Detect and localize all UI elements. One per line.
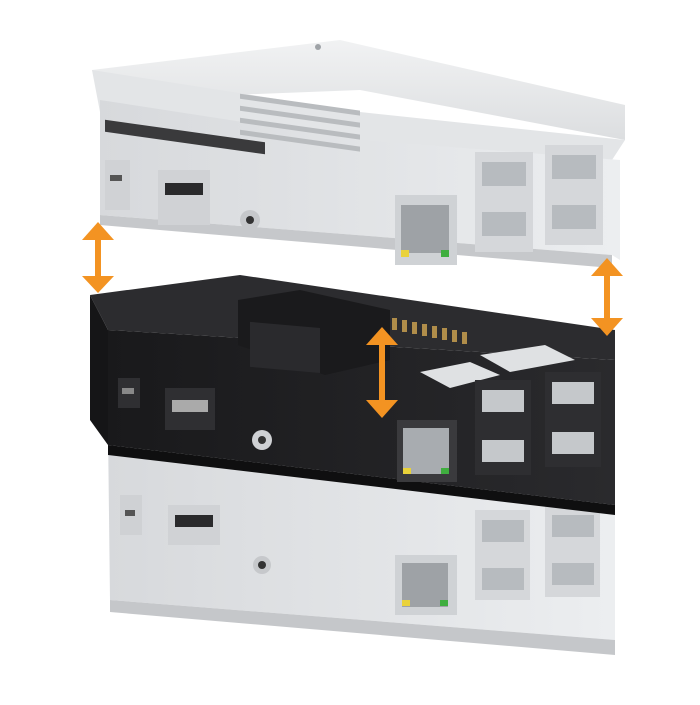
case-top-lid	[92, 40, 625, 268]
left-arrow-icon	[82, 222, 114, 293]
center-arrow-icon	[366, 327, 398, 418]
case-middle-layer	[90, 275, 615, 515]
right-arrow-icon	[591, 258, 623, 336]
